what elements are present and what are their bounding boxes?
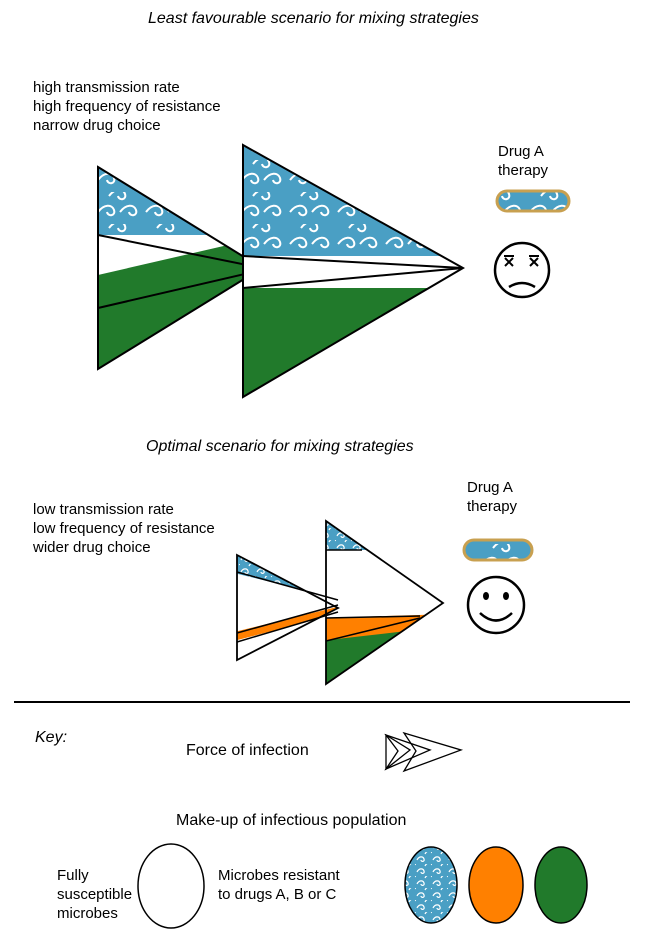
bottom-panel-title: Optimal scenario for mixing strategies bbox=[146, 438, 414, 455]
top-large-band-susceptible bbox=[243, 256, 463, 288]
bottom-drug-a-pill-icon bbox=[462, 538, 534, 562]
top-therapy-label: Drug A therapy bbox=[498, 142, 548, 180]
bottom-conditions: low transmission rate low frequency of r… bbox=[33, 500, 215, 557]
force-of-infection-arrow-icon bbox=[384, 731, 464, 773]
bottom-large-band-resistant-a bbox=[326, 521, 443, 550]
top-condition-resistance: high frequency of resistance bbox=[33, 98, 221, 115]
dizzy-sad-face-icon bbox=[493, 241, 551, 299]
bottom-condition-drug-choice: wider drug choice bbox=[33, 539, 151, 556]
key-resistant-a-swatch bbox=[404, 846, 458, 924]
bottom-therapy-line-1: Drug A bbox=[467, 479, 513, 496]
key-resistant-b-swatch bbox=[468, 846, 524, 924]
top-drug-a-pill-icon bbox=[495, 189, 571, 213]
key-resistant-line-1: Microbes resistant bbox=[218, 867, 340, 884]
key-resistant-line-2: to drugs A, B or C bbox=[218, 886, 337, 903]
top-condition-transmission: high transmission rate bbox=[33, 79, 180, 96]
key-susceptible-label: Fully susceptible microbes bbox=[57, 866, 132, 923]
top-large-band-resistant-a bbox=[243, 145, 463, 256]
top-large-band-resistant-c bbox=[243, 288, 463, 397]
bottom-small-band-resistant-b bbox=[237, 605, 338, 642]
bottom-arrow-large bbox=[325, 519, 445, 686]
bottom-therapy-label: Drug A therapy bbox=[467, 478, 517, 516]
top-therapy-line-2: therapy bbox=[498, 162, 549, 179]
key-susceptible-line-1: Fully bbox=[57, 867, 89, 884]
smiley-face-icon bbox=[466, 575, 526, 635]
top-panel-title: Least favourable scenario for mixing str… bbox=[148, 10, 479, 27]
key-resistant-label: Microbes resistant to drugs A, B or C bbox=[218, 866, 340, 904]
bottom-condition-resistance: low frequency of resistance bbox=[33, 520, 215, 537]
key-susceptible-line-2: susceptible bbox=[57, 886, 133, 903]
bottom-therapy-line-2: therapy bbox=[467, 498, 518, 515]
key-makeup-label: Make-up of infectious population bbox=[176, 812, 407, 829]
key-susceptible-line-3: microbes bbox=[57, 905, 118, 922]
key-resistant-c-swatch bbox=[534, 846, 588, 924]
top-arrow-large bbox=[242, 143, 466, 399]
bottom-condition-transmission: low transmission rate bbox=[33, 501, 174, 518]
top-therapy-line-1: Drug A bbox=[498, 143, 544, 160]
top-conditions: high transmission rate high frequency of… bbox=[33, 78, 221, 135]
key-heading: Key: bbox=[35, 729, 68, 746]
top-condition-drug-choice: narrow drug choice bbox=[33, 117, 161, 134]
key-force-label: Force of infection bbox=[186, 742, 309, 759]
key-susceptible-swatch bbox=[137, 843, 205, 929]
